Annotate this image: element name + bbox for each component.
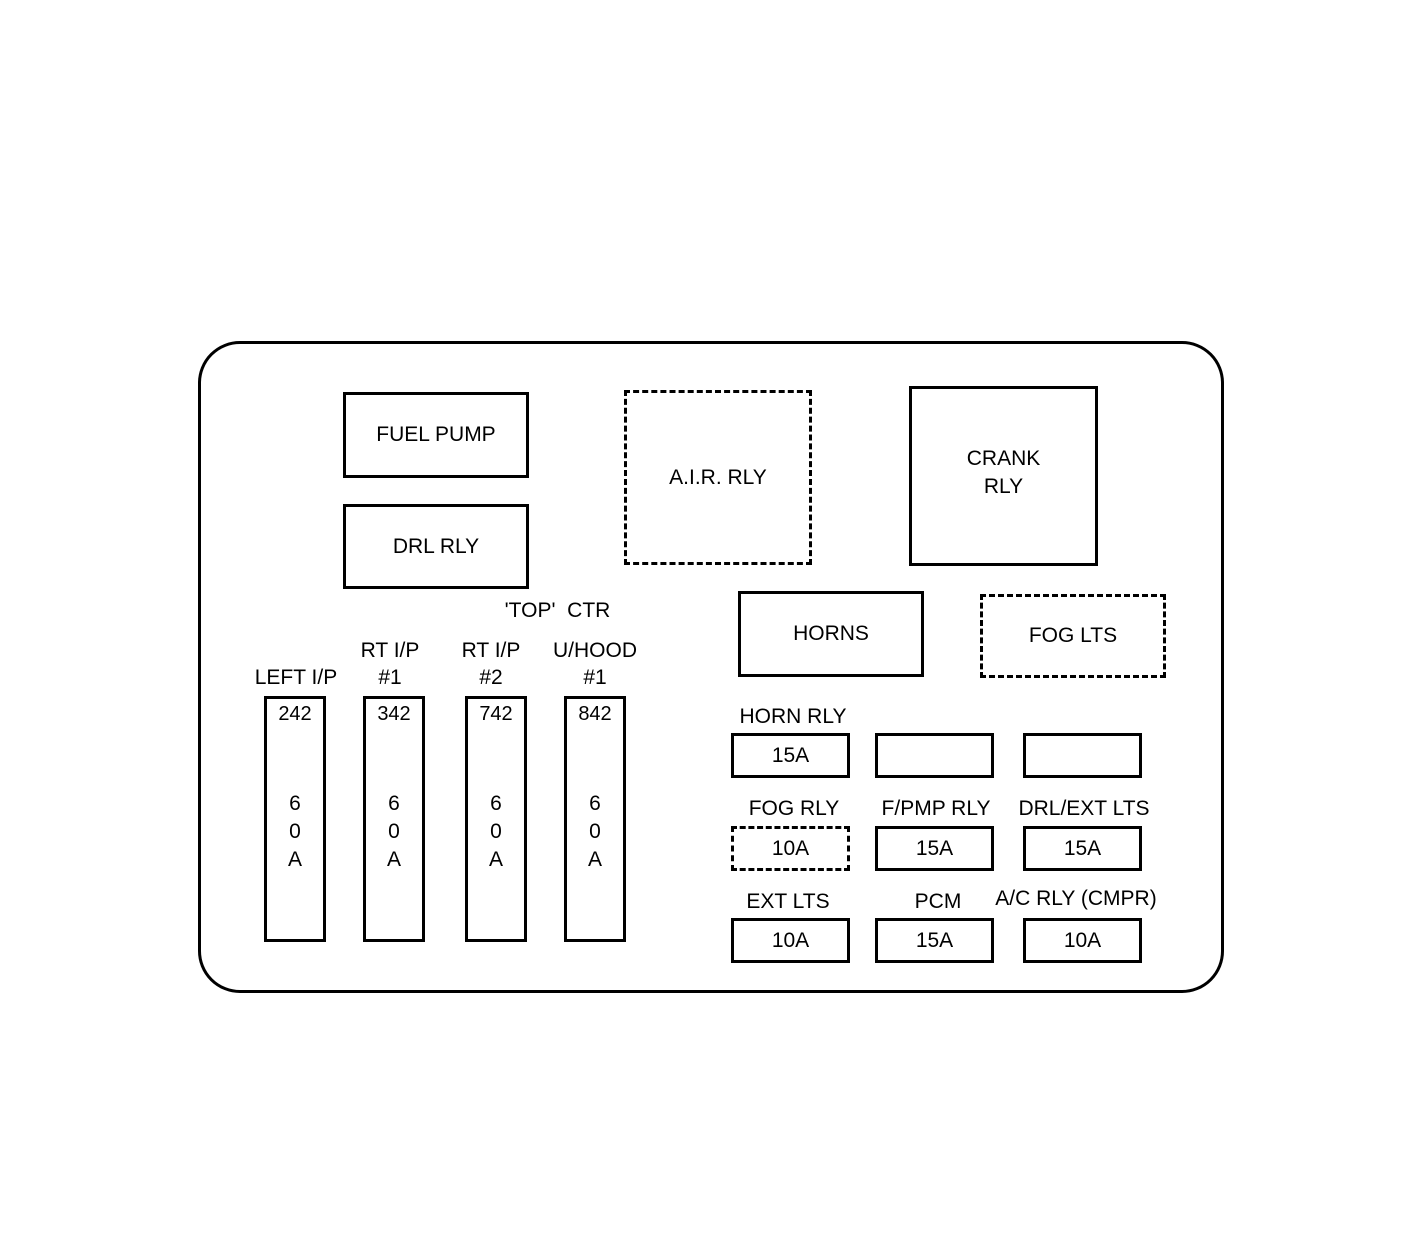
horns-relay-label: HORNS <box>793 622 869 645</box>
mini-fuse-label-drl-ext-lts: DRL/EXT LTS <box>1018 797 1150 820</box>
mini-fuse-fpmp-rly: 15A <box>875 826 994 871</box>
maxi-fuse-label-rt-ip-2: RT I/P #2 <box>461 639 521 689</box>
fuse-block-panel <box>198 341 1224 993</box>
mini-fuse-pcm: 15A <box>875 918 994 963</box>
fuel-pump-relay-label: FUEL PUMP <box>376 423 496 446</box>
fuse-number: 742 <box>479 703 513 725</box>
mini-fuse-blank-1 <box>875 733 994 778</box>
fog-lights-relay-label: FOG LTS <box>1028 624 1118 647</box>
mini-fuse-label-pcm: PCM <box>914 890 962 913</box>
mini-fuse-blank-2 <box>1023 733 1142 778</box>
mini-fuse-label-horn-rly: HORN RLY <box>739 705 847 728</box>
drl-relay: DRL RLY <box>343 504 529 589</box>
mini-fuse-label-ext-lts: EXT LTS <box>746 890 830 913</box>
drl-relay-label: DRL RLY <box>392 534 480 558</box>
fuse-rating: 15A <box>915 928 954 952</box>
fuse-rating: 10A <box>771 928 810 952</box>
crank-relay: CRANK RLY <box>909 386 1098 566</box>
mini-fuse-horn-rly: 15A <box>731 733 850 778</box>
fuse-number: 842 <box>578 703 612 725</box>
fuse-number: 242 <box>278 703 312 725</box>
fuse-number: 342 <box>377 703 411 725</box>
mini-fuse-fog-rly: 10A <box>731 826 850 871</box>
mini-fuse-label-ac-rly: A/C RLY (CMPR) <box>995 887 1157 910</box>
mini-fuse-drl-ext-lts: 15A <box>1023 826 1142 871</box>
fuse-rating: 15A <box>771 743 810 767</box>
air-relay-label: A.I.R. RLY <box>669 465 767 489</box>
fuse-rating: 10A <box>771 836 810 860</box>
mini-fuse-label-fog-rly: FOG RLY <box>748 797 840 820</box>
fuel-pump-relay: FUEL PUMP <box>343 392 529 478</box>
fog-lights-relay: FOG LTS <box>980 594 1166 678</box>
maxi-fuse-label-left-ip: LEFT I/P <box>254 666 338 689</box>
fuse-rating: 15A <box>1063 836 1102 860</box>
fuse-rating: 10A <box>1063 928 1102 952</box>
mini-fuse-ext-lts: 10A <box>731 918 850 963</box>
fuse-rating: 15A <box>915 836 954 860</box>
air-relay: A.I.R. RLY <box>624 390 812 565</box>
mini-fuse-label-fpmp-rly: F/PMP RLY <box>881 797 991 820</box>
horns-relay: HORNS <box>738 591 924 677</box>
top-center-label: 'TOP' CTR <box>504 599 611 622</box>
maxi-fuse-label-uhood-1: U/HOOD #1 <box>553 639 637 689</box>
mini-fuse-ac-rly: 10A <box>1023 918 1142 963</box>
crank-relay-label: CRANK RLY <box>966 447 1041 498</box>
maxi-fuse-label-rt-ip-1: RT I/P #1 <box>360 639 420 689</box>
